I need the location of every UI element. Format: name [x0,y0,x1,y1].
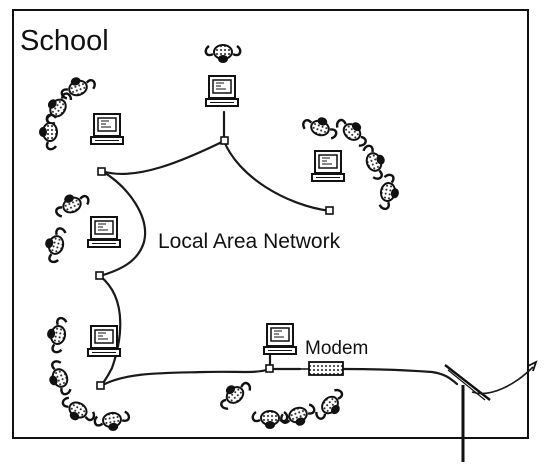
computer-icon [205,75,239,107]
modem-label: Modem [305,338,368,359]
computer-icon [87,216,121,248]
telephone-pole-icon [444,360,538,462]
students-group-icon [204,43,242,65]
students-group-icon [39,186,92,265]
computer-icon [311,150,345,182]
network-nodes [95,136,334,390]
modem-icon [293,361,344,376]
school-boundary [12,9,529,439]
network-label: Local Area Network [158,230,341,253]
computer-icon [87,325,121,357]
students-group-icon [213,374,351,433]
computer-icon [90,113,124,145]
students-group-icon [37,70,98,151]
school-label: School [20,25,109,57]
computer-icon [263,323,297,355]
